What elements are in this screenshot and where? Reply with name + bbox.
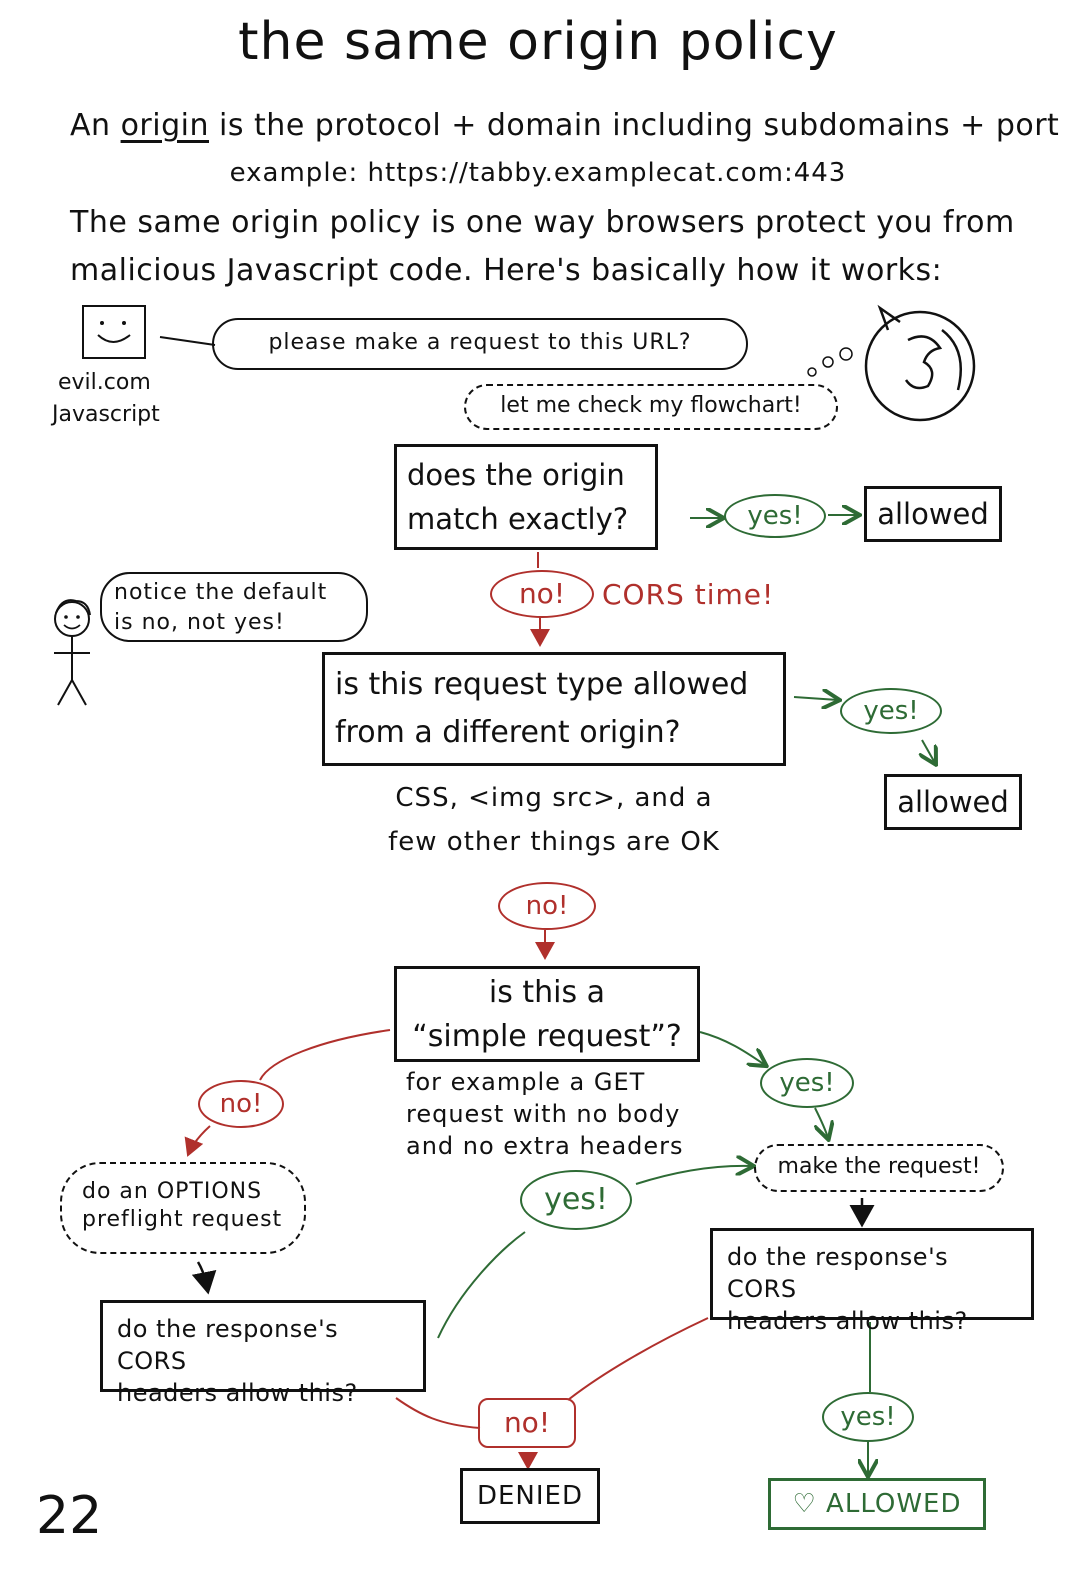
q1-match: match [407,502,508,536]
evil-label-1: evil.com [58,370,151,395]
cors-right-line-1: do the response's CORS [727,1243,949,1303]
intro-text-rest: is the protocol + domain including subdo… [209,108,1060,143]
q2-line-2: from a different origin? [335,715,681,750]
yes-label-1: yes! [724,494,826,538]
cors-left-line-2: headers allow this? [117,1379,358,1407]
yes-label-3: yes! [760,1058,854,1108]
q3-line-2: “simple request”? [412,1019,682,1054]
q1-qmark: ? [612,502,629,536]
q3-note-1: for example a GET [406,1068,646,1096]
request-type-question: is this request type allowed from a diff… [322,652,786,766]
yes-label-4: yes! [520,1170,632,1230]
origin-definition: An origin is the protocol + domain inclu… [70,108,1059,143]
preflight-line-1: do an OPTIONS [82,1179,263,1204]
cors-check-right: do the response's CORS headers allow thi… [710,1228,1034,1335]
final-allowed-box: ♡ ALLOWED [768,1478,986,1530]
q3-note-3: and no extra headers [406,1132,684,1160]
intro-line-2: The same origin policy is one way browse… [70,205,1015,240]
q1-exactly: exactly [507,502,613,536]
no-label-2: no! [498,882,596,930]
stick-note-bubble: notice the default is no, not yes! [100,572,368,642]
yes-label-2: yes! [840,688,942,734]
yes-label-5: yes! [822,1392,914,1442]
q3-note: for example a GET request with no body a… [406,1066,684,1162]
origin-term: origin [120,108,209,143]
cors-check-left: do the response's CORS headers allow thi… [100,1300,426,1407]
smiley-face-icon [82,305,146,359]
no-label-4: no! [478,1398,576,1448]
origin-match-question: does the origin match exactly? [394,444,658,550]
intro-line-3: malicious Javascript code. Here's basica… [70,253,943,288]
firefox-icon [858,300,982,424]
q1-line-1: does the origin [407,458,625,492]
denied-box: DENIED [460,1468,600,1524]
cors-right-line-2: headers allow this? [727,1307,968,1335]
q2-note-1: CSS, <img src>, and a [395,783,713,813]
cors-left-line-1: do the response's CORS [117,1315,339,1375]
stick-figure-icon [42,595,102,710]
simple-request-question: is this a “simple request”? [394,966,700,1062]
browser-thought-bubble: let me check my flowchart! [464,384,838,430]
page-number: 22 [36,1486,103,1546]
q2-note: CSS, <img src>, and a few other things a… [322,776,786,864]
q3-line-1: is this a [488,975,606,1010]
q3-note-2: request with no body [406,1100,681,1128]
evil-label-2: Javascript [52,402,160,427]
allowed-box-2: allowed [884,774,1022,830]
no-label-1: no! [490,570,594,618]
evil-speech-bubble: please make a request to this URL? [212,318,748,370]
cors-time-label: CORS time! [602,578,775,611]
preflight-line-2: preflight request [82,1207,283,1232]
make-request-bubble: make the request! [754,1144,1004,1192]
no-label-3: no! [198,1080,284,1128]
intro-text: An [70,108,121,143]
page-title: the same origin policy [238,12,838,72]
q2-line-1: is this request type allowed [335,667,749,702]
q2-note-2: few other things are OK [388,827,720,857]
preflight-bubble: do an OPTIONS preflight request [60,1162,306,1254]
origin-example: example: https://tabby.examplecat.com:44… [229,158,847,188]
allowed-box-1: allowed [864,486,1002,542]
